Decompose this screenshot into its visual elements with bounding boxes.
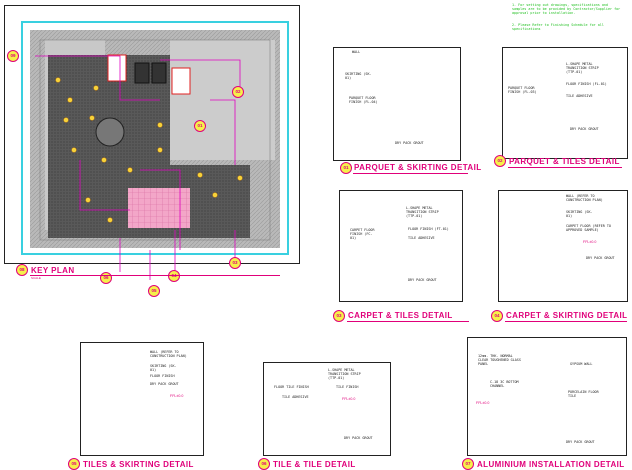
d7-porcelain-label: PORCELAIN FLOOR TILE xyxy=(568,390,599,398)
d3-screed-label: DRY PACK GROUT xyxy=(408,278,437,282)
detail-01-frame xyxy=(333,47,461,161)
d7-level-label: FFL±0.0 xyxy=(476,401,490,405)
keyplan-callout-01[interactable]: 01 xyxy=(194,120,206,132)
d6-level-label: FFL±0.0 xyxy=(342,397,356,401)
d3-carpet-label: CARPET FLOOR FINISH (FC-01) xyxy=(350,228,375,240)
detail-02-frame xyxy=(502,47,628,159)
detail-02-number: 02 xyxy=(494,155,506,167)
d5-wall-label: WALL (REFER TO CONSTRUCTION PLAN) xyxy=(150,350,187,358)
d5-floor-label: FLOOR FINISH xyxy=(150,374,175,378)
d7-screed-label: DRY PACK GROUT xyxy=(566,440,595,444)
d3-adhesive-label: TILE ADHESIVE xyxy=(408,236,435,240)
d2-adhesive-label: TILE ADHESIVE xyxy=(566,94,593,98)
detail-06-title: TILE & TILE DETAIL xyxy=(273,460,356,469)
keyplan-title: KEY PLAN xyxy=(31,266,75,275)
d3-strip-label: L-SHAPE METAL TRANSITION STRIP (TTP-01) xyxy=(406,206,439,218)
detail-03-number: 03 xyxy=(333,310,345,322)
general-note-2: 2. Please Refer to Finishing Schedule fo… xyxy=(512,23,604,32)
general-note-1: 1. For setting out drawings, specificati… xyxy=(512,3,621,16)
d1-wall-label: WALL xyxy=(352,50,361,54)
d5-screed-label: DRY PACK GROUT xyxy=(150,382,179,386)
d6-floor1-label: FLOOR TILE FINISH xyxy=(274,385,309,389)
d1-floor-label: PARQUET FLOOR FINISH (FL-04) xyxy=(349,96,378,104)
detail-06-frame xyxy=(263,362,391,456)
detail-03-title: CARPET & TILES DETAIL xyxy=(348,311,453,320)
detail-04-underline xyxy=(505,321,627,322)
detail-03-underline xyxy=(347,321,469,322)
detail-01-title: PARQUET & SKIRTING DETAIL xyxy=(354,163,482,172)
detail-01-underline xyxy=(353,173,468,174)
d3-floor-label: FLOOR FINISH (FT-01) xyxy=(408,227,449,231)
keyplan-title-bubble: 08 xyxy=(16,264,28,276)
d2-parquet-label: PARQUET FLOOR FINISH (FL-03) xyxy=(508,86,537,94)
d4-level-label: FFL±0.0 xyxy=(583,240,597,244)
d5-skirting-label: SKIRTING (SK-01) xyxy=(150,364,177,372)
detail-06-number: 06 xyxy=(258,458,270,470)
keyplan-callout-09[interactable]: 09 xyxy=(7,50,19,62)
detail-04-title: CARPET & SKIRTING DETAIL xyxy=(506,311,628,320)
d6-strip-label: L-SHAPE METAL TRANSITION STRIP (TTP-01) xyxy=(328,368,361,380)
detail-07-title: ALUMINIUM INSTALLATION DETAIL xyxy=(477,460,625,469)
keyplan-callout-03[interactable]: 03 xyxy=(229,257,241,269)
detail-05-frame xyxy=(80,342,204,456)
d7-glass-label: 12mm. THK. NORMAL CLEAR TOUGHENED GLASS … xyxy=(478,354,521,366)
detail-07-number: 07 xyxy=(462,458,474,470)
d7-gypsum-label: GYPSUM WALL xyxy=(570,362,593,366)
d4-skirting-label: SKIRTING (SK-01) xyxy=(566,210,593,218)
d1-skirting-label: SKIRTING (SK-01) xyxy=(345,72,372,80)
d2-screed-label: DRY PACK GROUT xyxy=(570,127,599,131)
keyplan-callout-06[interactable]: 06 xyxy=(100,272,112,284)
d2-strip-label: L-SHAPE METAL TRANSITION STRIP (TTP-01) xyxy=(566,62,599,74)
keyplan-callout-02[interactable]: 02 xyxy=(232,86,244,98)
d7-channel-label: C-18 3C BOTTOM CHANNEL xyxy=(490,380,519,388)
detail-02-underline xyxy=(508,167,622,168)
d5-level-label: FFL±0.0 xyxy=(170,394,184,398)
d6-screed-label: DRY PACK GROUT xyxy=(344,436,373,440)
d1-screed-label: DRY PACK GROUT xyxy=(395,141,424,145)
d4-carpet-label: CARPET FLOOR (REFER TO APPROVED SAMPLE) xyxy=(566,224,611,232)
detail-02-title: PARQUET & TILES DETAIL xyxy=(509,157,620,166)
detail-05-number: 05 xyxy=(68,458,80,470)
detail-04-frame xyxy=(498,190,628,302)
d2-floor-label: FLOOR FINISH (FL-01) xyxy=(566,82,607,86)
d6-adhesive-label: TILE ADHESIVE xyxy=(282,395,309,399)
keyplan-underline xyxy=(30,275,280,276)
keyplan-scale: SCALE xyxy=(31,276,41,280)
detail-03-frame xyxy=(339,190,463,302)
d4-screed-label: DRY PACK GROUT xyxy=(586,256,615,260)
d4-wall-label: WALL (REFER TO CONSTRUCTION PLAN) xyxy=(566,194,603,202)
keyplan-callout-04[interactable]: 04 xyxy=(168,270,180,282)
keyplan-callout-05[interactable]: 05 xyxy=(148,285,160,297)
d6-floor2-label: TILE FINISH xyxy=(336,385,359,389)
detail-05-title: TILES & SKIRTING DETAIL xyxy=(83,460,194,469)
detail-07-frame xyxy=(467,337,627,456)
detail-01-number: 01 xyxy=(340,162,352,174)
detail-04-number: 04 xyxy=(491,310,503,322)
